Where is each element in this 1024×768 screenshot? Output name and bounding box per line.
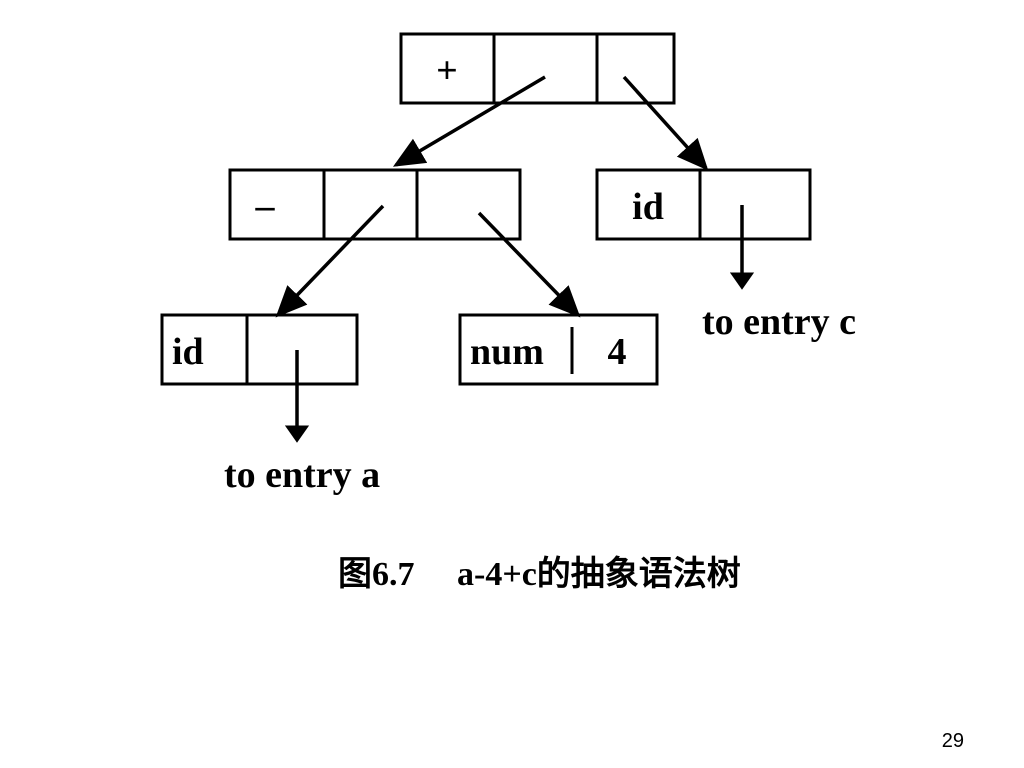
node-num: num 4 [458, 313, 659, 386]
edge-plus-to-minus [392, 75, 546, 167]
id-c-label: id [632, 186, 664, 228]
entry-a-label: to entry a [224, 454, 380, 496]
syntax-tree-diagram: + – id id num 4 [160, 32, 856, 496]
edge-plus-to-id-c [622, 75, 709, 171]
node-id-c: id [595, 168, 812, 241]
id-a-label: id [172, 331, 204, 373]
edge-minus-to-id-a [275, 204, 385, 318]
node-plus: + [399, 32, 676, 105]
entry-c-label: to entry c [702, 301, 856, 343]
figure-caption: 图6.7 a-4+c的抽象语法树 [338, 556, 741, 593]
plus-operator-label: + [436, 50, 458, 92]
node-id-a: id [160, 313, 359, 386]
page-number: 29 [941, 730, 964, 752]
edge-minus-to-num [477, 211, 581, 318]
node-minus: – [228, 168, 522, 241]
num-value: 4 [608, 331, 627, 373]
minus-operator-label: – [255, 185, 276, 227]
num-label: num [470, 331, 544, 373]
